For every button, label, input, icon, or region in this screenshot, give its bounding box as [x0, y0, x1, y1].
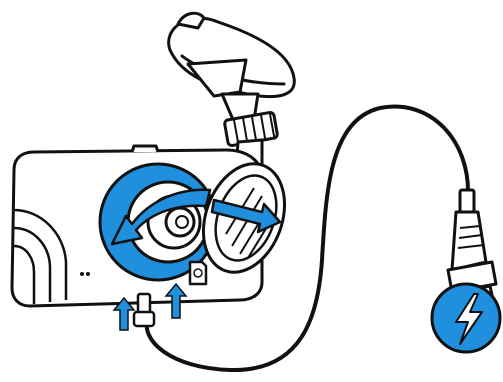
lens-center	[176, 216, 188, 228]
dashcam-top-button	[132, 146, 158, 152]
status-led-1	[80, 272, 84, 276]
usb-plug-body	[134, 312, 154, 326]
charger-body	[452, 212, 486, 270]
power-badge	[432, 284, 500, 352]
charger-cable-strain-relief	[460, 190, 474, 212]
status-led-2	[86, 272, 90, 276]
sd-card-slot-icon	[190, 262, 206, 284]
suction-cup-tab	[178, 13, 204, 28]
suction-cup-mount	[169, 13, 295, 170]
